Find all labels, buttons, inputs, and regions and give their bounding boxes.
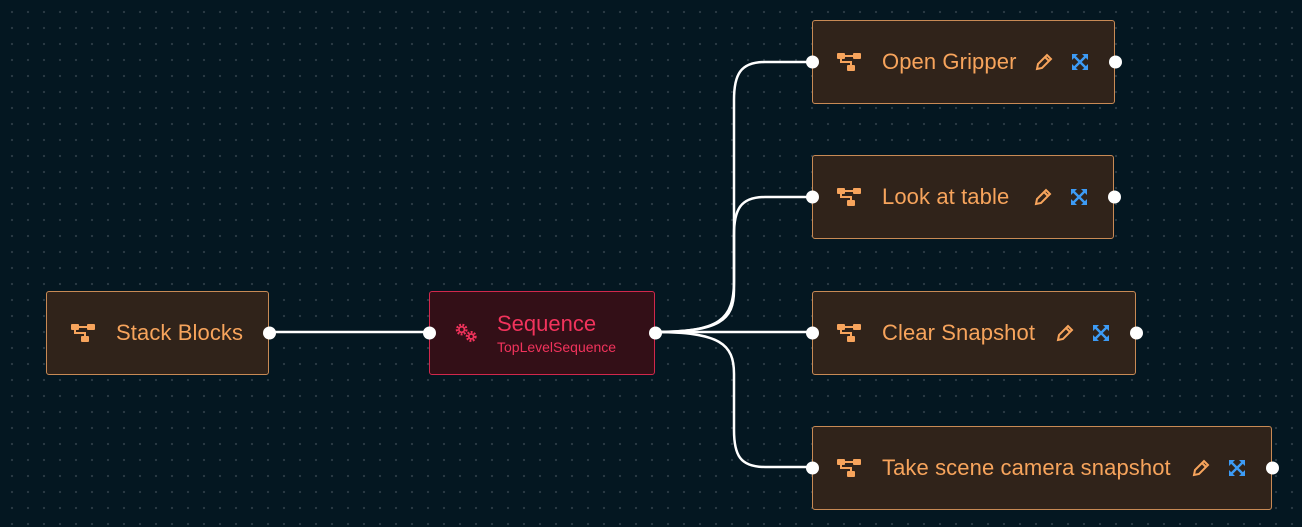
sequence-subtitle: TopLevelSequence bbox=[497, 338, 617, 355]
node-stack-blocks[interactable]: Stack Blocks bbox=[46, 291, 276, 375]
output-handle[interactable] bbox=[1109, 55, 1122, 69]
subtree-icon bbox=[836, 49, 862, 75]
subtree-icon bbox=[836, 455, 862, 481]
node-clear-snapshot[interactable]: Clear Snapshot bbox=[806, 291, 1143, 375]
input-handle[interactable] bbox=[806, 461, 819, 475]
expand-arrows-icon[interactable] bbox=[1068, 186, 1090, 208]
node-label: Open Gripper bbox=[882, 49, 1017, 74]
subtree-icon bbox=[70, 320, 96, 346]
node-sequence[interactable]: Sequence TopLevelSequence bbox=[423, 291, 662, 375]
subtree-icon bbox=[836, 320, 862, 346]
input-handle[interactable] bbox=[806, 55, 819, 69]
node-take-scene-camera-snapshot[interactable]: Take scene camera snapshot bbox=[806, 426, 1279, 510]
node-label: Look at table bbox=[882, 184, 1010, 209]
pencil-icon[interactable] bbox=[1032, 186, 1054, 208]
output-handle[interactable] bbox=[1108, 190, 1121, 204]
subtree-icon bbox=[836, 184, 862, 210]
expand-arrows-icon[interactable] bbox=[1069, 51, 1091, 73]
output-handle[interactable] bbox=[1130, 326, 1143, 340]
gears-icon bbox=[453, 320, 479, 346]
node-look-at-table[interactable]: Look at table bbox=[806, 155, 1121, 239]
sequence-title: Sequence bbox=[497, 310, 597, 336]
input-handle[interactable] bbox=[806, 190, 819, 204]
output-handle[interactable] bbox=[263, 326, 276, 340]
node-open-gripper[interactable]: Open Gripper bbox=[806, 20, 1122, 104]
pencil-icon[interactable] bbox=[1190, 457, 1212, 479]
edge-sequence-to-look-at-table bbox=[653, 195, 811, 334]
edge-sequence-to-take-snapshot bbox=[653, 330, 811, 469]
node-label: Stack Blocks bbox=[116, 320, 244, 345]
output-handle[interactable] bbox=[649, 326, 662, 340]
node-label: Take scene camera snapshot bbox=[882, 455, 1171, 480]
expand-arrows-icon[interactable] bbox=[1090, 322, 1112, 344]
input-handle[interactable] bbox=[806, 326, 819, 340]
pencil-icon[interactable] bbox=[1054, 322, 1076, 344]
pencil-icon[interactable] bbox=[1033, 51, 1055, 73]
input-handle[interactable] bbox=[423, 326, 436, 340]
expand-arrows-icon[interactable] bbox=[1226, 457, 1248, 479]
output-handle[interactable] bbox=[1266, 461, 1279, 475]
node-label: Clear Snapshot bbox=[882, 320, 1036, 345]
